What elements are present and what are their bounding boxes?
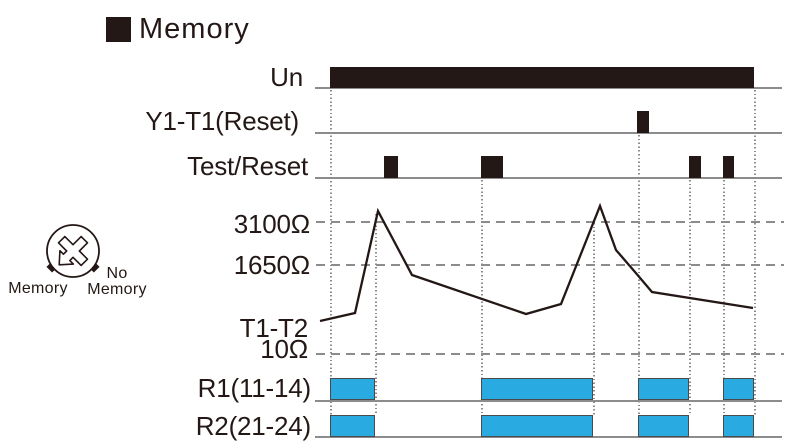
row-label: R1(11-14) [197,373,312,403]
signal-pulse-bar [330,67,754,88]
threshold-dashed-line [316,353,784,355]
row-label: Y1-T1(Reset) [145,106,299,136]
knob-no-memory-label: No Memory [77,266,157,297]
figure-title-label: Memory [139,13,250,45]
signal-baseline [315,436,782,438]
signal-pulse-bar [723,156,734,178]
row-label: T1-T2 [239,313,309,343]
time-dotted-line [754,90,756,415]
knob-memory-label: Memory [8,280,68,297]
time-dotted-line [593,223,595,415]
relay-output-bar [330,378,375,400]
row-label: 10Ω [260,334,308,364]
relay-output-bar [481,415,593,437]
signal-pulse-bar [384,156,398,178]
time-dotted-line [375,214,377,415]
relay-output-bar [723,378,754,400]
signal-pulse-bar [637,111,649,133]
knob-position-mark-memory [46,263,56,273]
time-dotted-line [689,180,691,415]
relay-output-bar [723,415,754,437]
row-label: R2(21-24) [195,411,311,441]
title-bullet-icon [106,16,131,42]
signal-baseline [315,177,782,179]
row-label: Un [270,62,303,92]
knob-no-memory-label-line1: No [106,265,128,282]
threshold-dashed-line [316,264,784,266]
relay-output-bar [330,415,375,437]
row-label: 1650Ω [233,250,310,280]
signal-baseline [315,400,782,402]
row-label: Test/Reset [187,151,308,181]
figure-title: Memory [106,14,250,44]
relay-output-bar [638,378,689,400]
memory-selector-knob-icon [46,224,100,278]
threshold-dashed-line [316,221,784,223]
signal-baseline [315,132,782,134]
knob-position-mark-no-memory [90,263,100,273]
relay-output-bar [638,415,689,437]
knob-cross-arrow-icon [57,235,89,267]
relay-output-bar [481,378,593,400]
signal-baseline [315,87,782,89]
signal-pulse-bar [481,156,503,178]
signal-pulse-bar [689,156,701,178]
knob-no-memory-label-line2: Memory [87,280,147,298]
time-dotted-line [638,135,640,415]
time-dotted-line [330,90,332,415]
row-label: 3100Ω [233,209,310,239]
